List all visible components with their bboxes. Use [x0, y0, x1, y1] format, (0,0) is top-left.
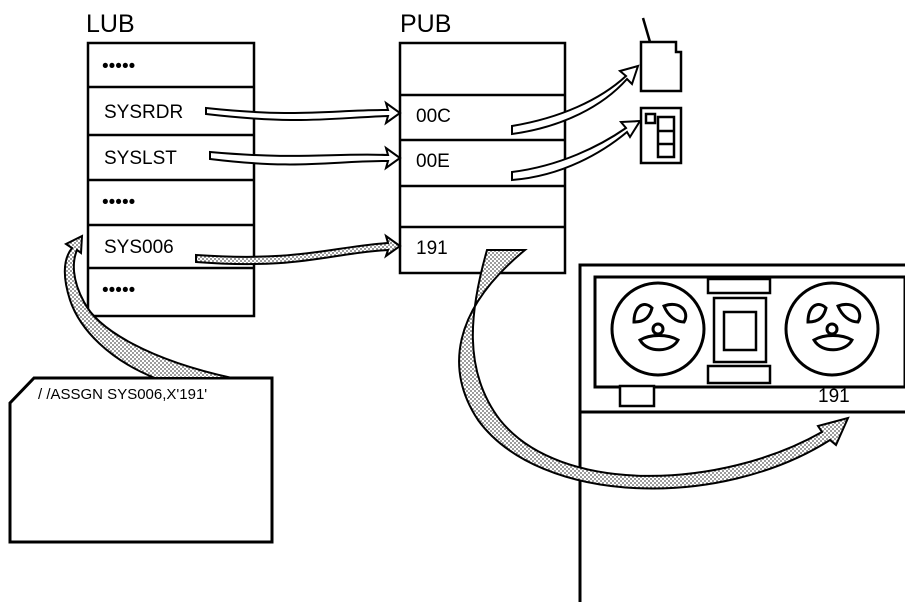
- left-tape-reel: [612, 283, 704, 375]
- pub-title: PUB: [400, 10, 451, 38]
- tape-drive-icon[interactable]: [580, 265, 905, 602]
- lub-entry-dots-1: •••••: [102, 56, 135, 77]
- lub-entry-syslst: SYSLST: [104, 148, 177, 169]
- tape-unit-address: 191: [818, 386, 850, 407]
- control-card-text: / /ASSGN SYS006,X'191': [38, 386, 207, 403]
- lub-entry-dots-2: •••••: [102, 192, 135, 213]
- right-tape-reel: [786, 283, 878, 375]
- lub-table: [88, 43, 254, 316]
- card-reader-icon: [641, 18, 681, 91]
- lub-entry-dots-3: •••••: [102, 280, 135, 301]
- pub-entry-191: 191: [416, 238, 448, 259]
- lub-title: LUB: [86, 10, 135, 38]
- pub-entry-00e: 00E: [416, 151, 450, 172]
- printer-icon: [641, 108, 681, 163]
- lub-entry-sysrdr: SYSRDR: [104, 102, 183, 123]
- lub-entry-sys006: SYS006: [104, 237, 174, 258]
- pub-entry-00c: 00C: [416, 106, 451, 127]
